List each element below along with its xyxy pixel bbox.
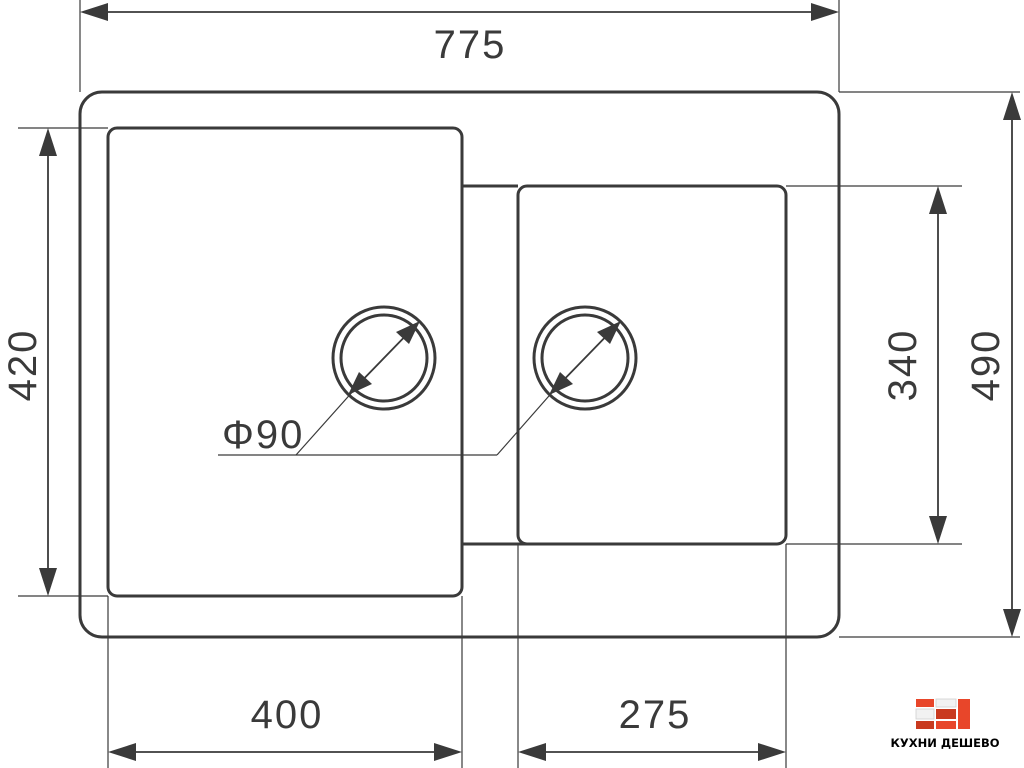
brand-name: КУХНИ ДЕШЕВО (890, 736, 999, 750)
dimension-label-400: 400 (251, 693, 324, 737)
dimension-label-275: 275 (619, 693, 692, 737)
left-bowl-outline (106, 126, 464, 598)
dimension-left-bowl-width: 400 (108, 693, 462, 761)
right-bowl-outline (516, 184, 788, 546)
right-drain (532, 305, 638, 411)
dimension-label-diameter: Φ90 (222, 413, 304, 457)
brand-logo-icon (915, 698, 970, 729)
dimension-overall-width: 775 (80, 3, 839, 67)
dimension-left-bowl-depth: 420 (1, 128, 57, 596)
dimension-right-bowl-width: 275 (518, 693, 786, 761)
brand-logo: КУХНИ ДЕШЕВО (890, 698, 1000, 750)
dimension-right-bowl-depth: 340 (881, 186, 947, 544)
dimension-drain-diameter: Φ90 (218, 321, 621, 457)
dimension-label-775: 775 (434, 23, 507, 67)
dimension-overall-depth: 490 (964, 92, 1021, 637)
left-drain (331, 305, 437, 411)
dimension-label-490: 490 (964, 329, 1008, 402)
dimension-label-420: 420 (1, 329, 45, 402)
sink-outer-outline (78, 90, 841, 639)
extension-lines (18, 0, 1020, 768)
dimension-label-340: 340 (881, 329, 925, 402)
